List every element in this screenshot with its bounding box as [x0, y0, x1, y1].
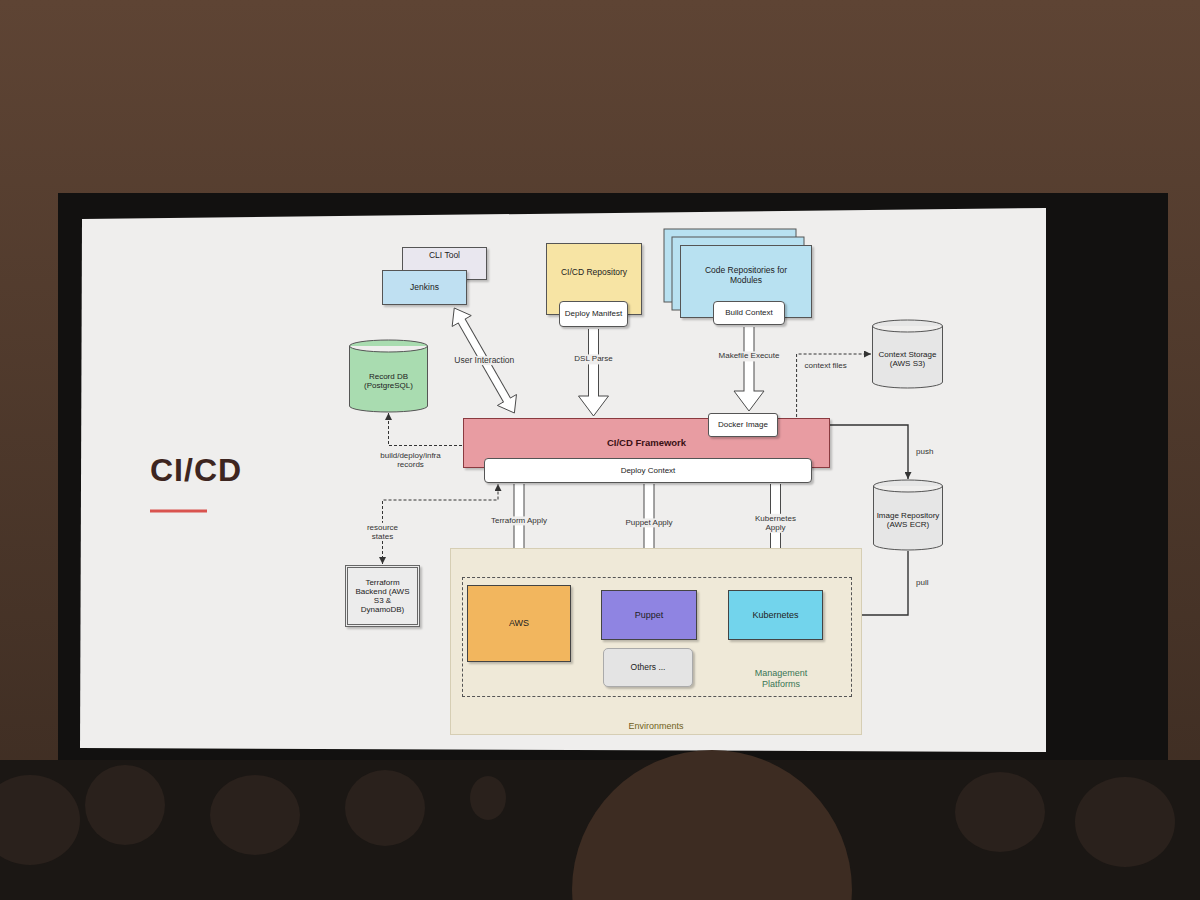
edge-label-box: context files: [803, 361, 849, 370]
edge-label: resource states: [357, 523, 409, 541]
audience-head: [210, 775, 300, 855]
node-text: Environments: [628, 721, 683, 731]
database-cylinder: Record DB (PostgreSQL): [349, 340, 428, 412]
node-text: Jenkins: [410, 283, 439, 293]
node-text: Others ...: [631, 663, 666, 673]
edge-label-box: User Interaction: [452, 356, 516, 366]
edge-label: Kubernetes Apply: [746, 514, 806, 532]
edge-label: Makefile Execute: [717, 352, 782, 361]
title-underline: [150, 510, 207, 513]
edge-label: context files: [803, 361, 849, 370]
edge-label-box: DSL Parse: [572, 355, 614, 364]
node-text: Docker Image: [718, 420, 768, 429]
edge-label: Puppet Apply: [623, 519, 674, 528]
backend-box: Terraform Backend (AWS S3 & DynamoDB): [345, 565, 420, 627]
edge-label-box: resource states: [357, 523, 409, 541]
slide-title: CI/CD: [150, 452, 242, 489]
node-text: Build Context: [725, 308, 773, 317]
arrow-shaft-fill: [461, 320, 508, 402]
cylinder-shape: [350, 340, 428, 412]
build-arrow: [734, 327, 764, 411]
platform-box: AWS: [467, 585, 571, 662]
record-line: [389, 413, 463, 446]
storage-cylinder: Context Storage (AWS S3): [872, 320, 943, 388]
cylinder-shape: [873, 320, 943, 388]
environment-band: Environments Management Platforms AWS Puppe…: [450, 548, 862, 735]
edge-label-box: Makefile Execute: [717, 352, 782, 361]
arrow-shaft-fill: [745, 327, 754, 393]
node-text: Deploy Context: [621, 466, 676, 475]
node-text: CI/CD Repository: [561, 268, 627, 278]
audience-head: [955, 772, 1045, 852]
screen-frame: [58, 193, 1168, 768]
edge-label-box: push: [914, 447, 935, 456]
node-text: Puppet: [635, 610, 664, 620]
node-text: Terraform Backend (AWS S3 & DynamoDB): [351, 578, 414, 615]
audience-head: [345, 770, 425, 846]
audience-head: [85, 765, 165, 845]
edge-label: DSL Parse: [572, 355, 614, 364]
edge-label-box: Terraform Apply: [489, 517, 549, 526]
framework-box: CI/CD FrameworkDocker ImageDeploy Contex…: [463, 418, 830, 468]
platform-box: Others ...: [603, 648, 693, 687]
platform-box: Puppet: [601, 590, 697, 640]
audience-head: [1075, 777, 1175, 867]
registry-cylinder: Image Repository (AWS ECR): [873, 480, 943, 550]
arrow-head: [734, 391, 764, 411]
node-text: CLI Tool: [429, 251, 460, 261]
repository-box: Code Repositories for ModulesBuild Conte…: [680, 245, 812, 318]
arrow-head: [579, 396, 609, 416]
interaction-arrow: [452, 308, 516, 413]
cylinder-shape: [874, 480, 943, 550]
parse-arrow: [579, 329, 609, 416]
tool-box: Jenkins: [382, 270, 467, 305]
context-box: Build Context: [713, 301, 785, 325]
audience-head: [0, 775, 80, 865]
repository-box: CI/CD RepositoryDeploy Manifest: [546, 243, 642, 315]
node-text: Deploy Manifest: [565, 309, 622, 318]
node-text: AWS: [509, 618, 529, 628]
node-text: Kubernetes: [752, 610, 798, 620]
edge-label-box: Kubernetes Apply: [746, 514, 806, 532]
manifest-box: Deploy Manifest: [559, 301, 628, 327]
node-text: Image Repository (AWS ECR): [876, 511, 940, 529]
slide: [80, 208, 1046, 752]
foreground-head: [572, 750, 852, 900]
context-box: Deploy Context: [484, 458, 812, 483]
node-text: Code Repositories for Modules: [704, 266, 788, 286]
image-box: Docker Image: [708, 413, 778, 437]
edge-label: push: [914, 447, 935, 456]
node-text: CI/CD Framework: [607, 438, 686, 449]
edge-label: Terraform Apply: [489, 517, 549, 526]
platform-box: Kubernetes: [728, 590, 823, 640]
node-text: Record DB (PostgreSQL): [352, 372, 425, 390]
audience-head: [470, 776, 506, 820]
connector-line: [389, 413, 463, 446]
node-text: Management Platforms: [741, 668, 821, 689]
edge-label: pull: [914, 578, 930, 587]
edge-label-box: pull: [914, 578, 930, 587]
title-box: CI/CD: [150, 452, 242, 489]
edge-label: User Interaction: [452, 356, 516, 366]
edge-label: build/deploy/infra records: [369, 450, 453, 468]
edge-label-box: Puppet Apply: [623, 519, 674, 528]
platform-group: Management Platforms AWS Puppet KubernetesO…: [462, 577, 852, 697]
edge-label-box: build/deploy/infra records: [369, 450, 453, 468]
arrow-shaft-fill: [589, 329, 598, 398]
node-text: Context Storage (AWS S3): [875, 350, 940, 368]
